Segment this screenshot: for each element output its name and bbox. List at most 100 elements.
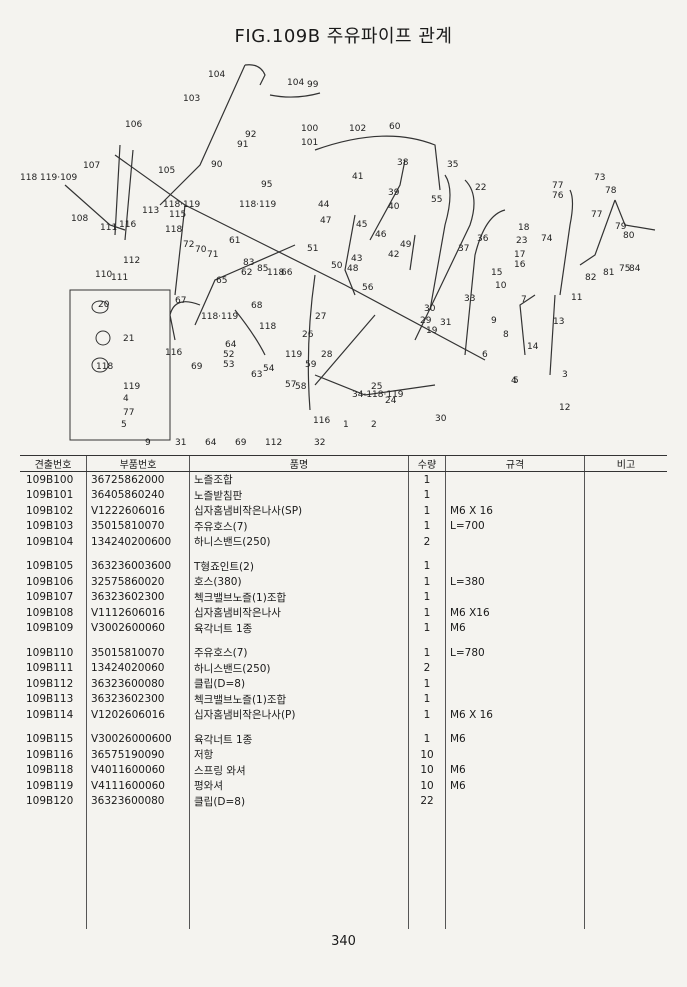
cell-part-no: V1222606016 bbox=[86, 503, 190, 519]
callout-label: 115 bbox=[169, 210, 186, 220]
callout-label: 54 bbox=[263, 364, 275, 374]
cell-remark bbox=[584, 487, 667, 503]
callout-label: 116 bbox=[119, 220, 136, 230]
cell-part-no: 363236003600 bbox=[86, 558, 190, 574]
callout-label: 9 bbox=[145, 438, 151, 448]
cell-ref-no: 109B116 bbox=[26, 748, 74, 761]
cell-part-name: 주유호스(7) bbox=[189, 645, 409, 661]
callout-label: 78 bbox=[605, 186, 617, 196]
table-spacer-row bbox=[20, 636, 667, 645]
cell-part-no: V4011600060 bbox=[86, 762, 190, 778]
callout-label: 28 bbox=[321, 350, 333, 360]
callout-label: 99 bbox=[307, 80, 319, 90]
callout-label: 50 bbox=[331, 261, 343, 271]
callout-label: 113 bbox=[142, 206, 159, 216]
cell-qty: 1 bbox=[408, 471, 446, 488]
cell-part-no: 36575190090 bbox=[86, 747, 190, 763]
callout-label: 42 bbox=[388, 250, 399, 260]
cell-qty: 10 bbox=[408, 747, 446, 763]
callout-label: 84 bbox=[629, 264, 641, 274]
cell-part-no: 36323600080 bbox=[86, 676, 190, 692]
cell-spec bbox=[445, 487, 585, 503]
cell-remark bbox=[584, 645, 667, 661]
cell-ref-no: 109B104 bbox=[26, 535, 74, 548]
callout-label: 18 bbox=[518, 223, 530, 233]
callout-label: 112 bbox=[123, 256, 140, 266]
callout-label: 116 bbox=[165, 348, 182, 358]
cell-part-no: V30026000600 bbox=[86, 731, 190, 747]
callout-label: 83 bbox=[243, 258, 254, 268]
callout-label: 118 bbox=[259, 322, 276, 332]
callout-label: 62 bbox=[241, 268, 252, 278]
cell-part-no: 32575860020 bbox=[86, 574, 190, 590]
callout-label: 46 bbox=[375, 230, 387, 240]
cell-remark bbox=[584, 676, 667, 692]
table-filler-row bbox=[20, 809, 667, 929]
callout-label: 76 bbox=[552, 191, 564, 201]
callout-label: 69 bbox=[235, 438, 247, 448]
callout-label: 67 bbox=[175, 296, 186, 306]
cell-part-name: 스프링 와셔 bbox=[189, 762, 409, 778]
callout-label: 19 bbox=[426, 326, 438, 336]
callout-label: 4 bbox=[511, 376, 517, 386]
cell-remark bbox=[584, 660, 667, 676]
callout-label: 119 bbox=[285, 350, 302, 360]
callout-label: 17 bbox=[514, 250, 525, 260]
cell-part-no: 13424020060 bbox=[86, 660, 190, 676]
callout-label: 110 bbox=[95, 270, 112, 280]
callout-label: 69 bbox=[191, 362, 203, 372]
cell-qty: 2 bbox=[408, 660, 446, 676]
callout-label: 95 bbox=[261, 180, 272, 190]
callout-label: 118·119 bbox=[201, 312, 238, 322]
callout-label: 104 bbox=[287, 78, 304, 88]
cell-remark bbox=[584, 574, 667, 590]
cell-part-name: 십자홈냄비작은나사(P) bbox=[189, 707, 409, 723]
cell-qty: 1 bbox=[408, 589, 446, 605]
cell-part-name: 육각너트 1종 bbox=[189, 620, 409, 636]
cell-ref-no: 109B115 bbox=[26, 733, 74, 746]
callout-label: 112 bbox=[265, 438, 282, 448]
callout-label: 66 bbox=[281, 268, 293, 278]
col-header-name: 품명 bbox=[189, 455, 409, 472]
cell-spec: L=380 bbox=[445, 574, 585, 590]
callout-label: 77 bbox=[123, 408, 134, 418]
callout-label: 65 bbox=[216, 276, 227, 286]
cell-part-name: 하니스밴드(250) bbox=[189, 660, 409, 676]
callout-label: 49 bbox=[400, 240, 412, 250]
cell-part-no: 36323602300 bbox=[86, 589, 190, 605]
cell-part-name: 저항 bbox=[189, 747, 409, 763]
cell-qty: 1 bbox=[408, 518, 446, 534]
cell-part-name: 십자홈냄비작은나사 bbox=[189, 605, 409, 621]
cell-spec: M6 bbox=[445, 778, 585, 794]
callout-label: 55 bbox=[431, 195, 442, 205]
callout-label: 101 bbox=[301, 138, 318, 148]
cell-part-name: 육각너트 1종 bbox=[189, 731, 409, 747]
cell-part-name: T형죠인트(2) bbox=[189, 558, 409, 574]
cell-part-no: 36323602300 bbox=[86, 691, 190, 707]
callout-label: 72 bbox=[183, 240, 194, 250]
cell-part-name: 주유호스(7) bbox=[189, 518, 409, 534]
cell-qty: 1 bbox=[408, 731, 446, 747]
callout-label: 5 bbox=[513, 376, 519, 386]
callout-label: 30 bbox=[424, 304, 436, 314]
col-header-qty: 수량 bbox=[408, 455, 446, 472]
cell-part-name: 첵크밸브노즐(1)조합 bbox=[189, 589, 409, 605]
cell-remark bbox=[584, 747, 667, 763]
callout-label: 103 bbox=[183, 94, 200, 104]
callout-label: 45 bbox=[356, 220, 367, 230]
callout-label: 106 bbox=[125, 120, 142, 130]
cell-part-no: 35015810070 bbox=[86, 645, 190, 661]
callout-label: 118 bbox=[165, 225, 182, 235]
cell-qty: 1 bbox=[408, 691, 446, 707]
callout-label: 53 bbox=[223, 360, 234, 370]
callout-label: 104 bbox=[208, 70, 225, 80]
cell-ref-no: 109B108 bbox=[26, 606, 74, 619]
cell-remark bbox=[584, 793, 667, 809]
cell-part-no: 35015810070 bbox=[86, 518, 190, 534]
